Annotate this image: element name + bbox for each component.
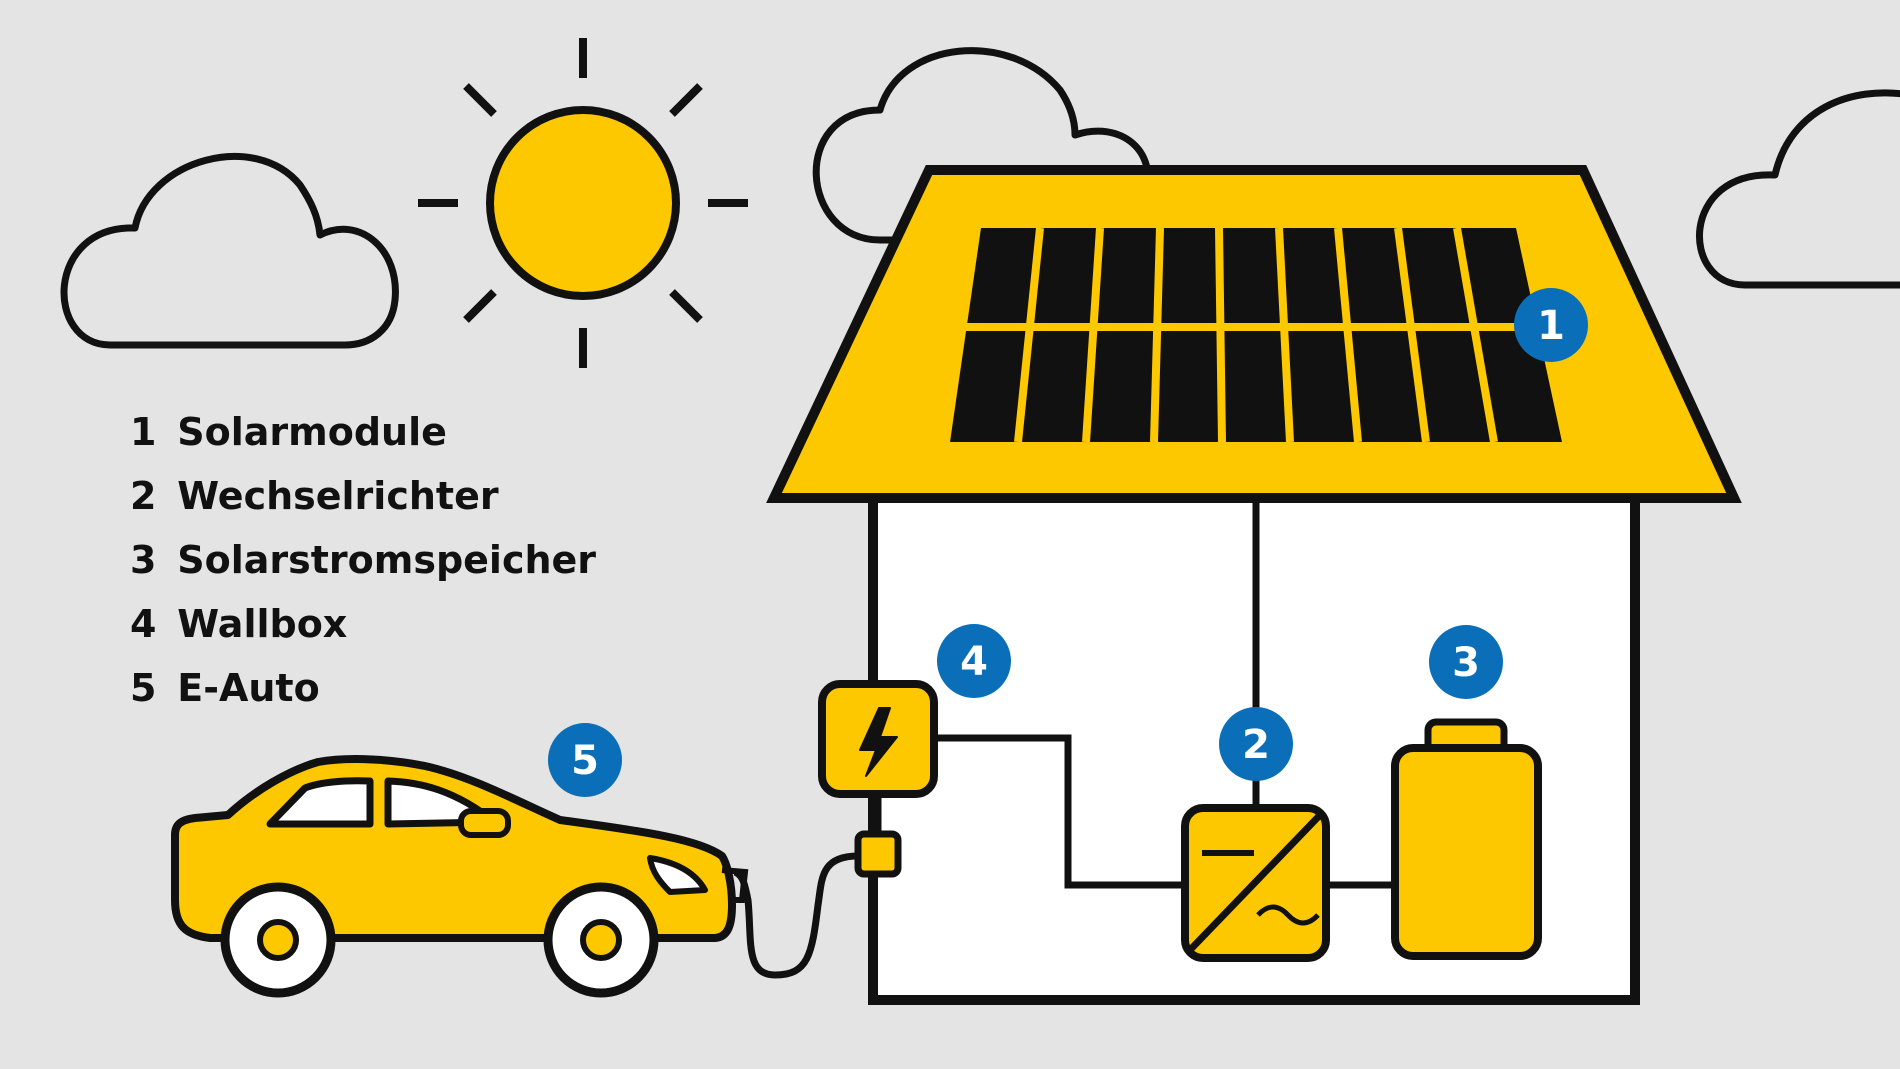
cloud-icon	[60, 153, 399, 349]
house-icon	[766, 165, 1742, 1005]
legend-number: 2	[130, 474, 157, 518]
legend-item-e-auto: 5 E-Auto	[130, 656, 596, 720]
svg-text:1: 1	[1537, 303, 1565, 349]
legend-label: E-Auto	[177, 666, 320, 710]
legend-item-solarstromspeicher: 3 Solarstromspeicher	[130, 528, 596, 592]
solar-panel-array	[950, 227, 1562, 443]
car-wheel	[543, 882, 659, 998]
wallbox	[818, 680, 938, 878]
lightning-bolt-icon	[859, 707, 898, 777]
legend-item-solarmodule: 1 Solarmodule	[130, 400, 596, 464]
legend-label: Wechselrichter	[177, 474, 499, 518]
battery	[1391, 718, 1542, 960]
svg-text:4: 4	[960, 639, 988, 685]
badge-inverter: 2	[1219, 707, 1293, 781]
badge-solar-panels: 1	[1514, 288, 1588, 362]
legend-number: 4	[130, 602, 157, 646]
svg-text:2: 2	[1242, 722, 1270, 768]
sun-icon	[418, 38, 748, 368]
legend-number: 5	[130, 666, 157, 710]
legend-label: Solarmodule	[177, 410, 447, 454]
car-wheel	[220, 882, 336, 998]
cloud-icon	[1696, 89, 1900, 289]
badge-battery: 3	[1429, 625, 1503, 699]
legend-label: Wallbox	[177, 602, 348, 646]
legend-item-wallbox: 4 Wallbox	[130, 592, 596, 656]
legend-label: Solarstromspeicher	[177, 538, 597, 582]
svg-text:3: 3	[1452, 640, 1480, 686]
legend: 1 Solarmodule 2 Wechselrichter 3 Solarst…	[130, 400, 596, 720]
svg-text:5: 5	[571, 738, 599, 784]
legend-number: 1	[130, 410, 157, 454]
charging-cable	[733, 852, 859, 979]
badge-car: 5	[548, 723, 622, 797]
legend-number: 3	[130, 538, 157, 582]
badge-wallbox: 4	[937, 624, 1011, 698]
legend-item-wechselrichter: 2 Wechselrichter	[130, 464, 596, 528]
car-icon	[171, 755, 749, 998]
inverter	[1181, 804, 1330, 962]
